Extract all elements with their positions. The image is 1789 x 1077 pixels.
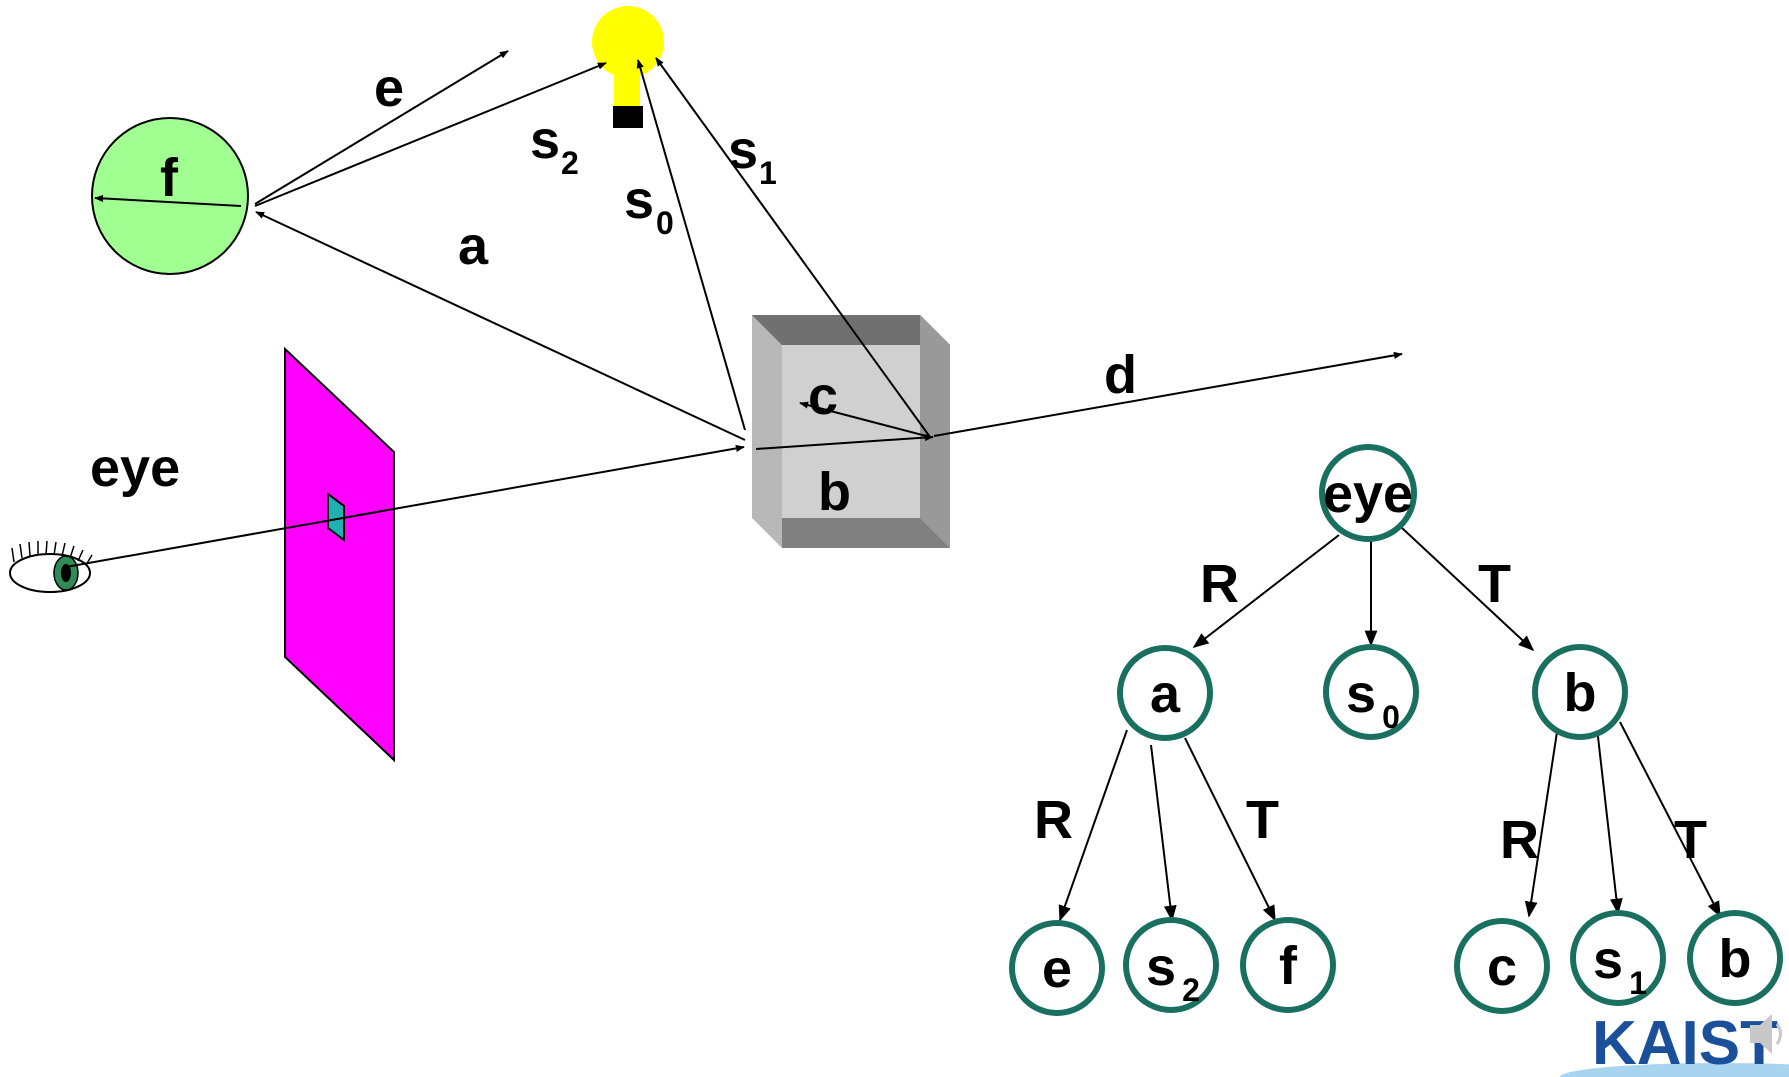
tree-node-c: c — [1454, 918, 1550, 1014]
svg-text:2: 2 — [561, 145, 579, 181]
tree-node-b2: b — [1687, 910, 1783, 1006]
svg-text:KAIST: KAIST — [1592, 1009, 1778, 1077]
tree-edge-root-a — [1192, 534, 1340, 648]
label-eye: eye — [90, 438, 180, 498]
svg-text:c: c — [1487, 937, 1517, 997]
box-object — [752, 315, 950, 548]
kaist-logo: KAIST — [1560, 1009, 1789, 1077]
tree-node-e: e — [1009, 920, 1105, 1016]
tree-label-b-R: R — [1500, 810, 1539, 870]
tree-edge-root-b — [1401, 527, 1535, 652]
tree-node-root: eye — [1319, 444, 1417, 542]
tree-node-a: a — [1117, 645, 1213, 741]
image-plane — [284, 346, 395, 763]
tree-edge-a-e — [1058, 729, 1128, 922]
ray-c — [799, 401, 931, 438]
tree-edge-b-c — [1524, 731, 1558, 918]
tree-label-a-T: T — [1246, 790, 1279, 850]
svg-text:s: s — [728, 120, 758, 180]
svg-text:s: s — [1593, 930, 1623, 990]
ray-f — [94, 194, 242, 207]
svg-text:a: a — [1150, 664, 1181, 724]
svg-text:eye: eye — [1323, 464, 1413, 524]
svg-text:s: s — [1146, 937, 1176, 997]
label-f: f — [160, 148, 179, 208]
tree-node-b: b — [1532, 644, 1628, 740]
tree-node-f: f — [1240, 917, 1336, 1013]
svg-text:f: f — [1279, 936, 1298, 996]
svg-text:1: 1 — [1629, 965, 1647, 1001]
ray-s0 — [636, 59, 746, 431]
svg-text:1: 1 — [759, 155, 777, 191]
svg-text:s: s — [1346, 664, 1376, 724]
svg-text:0: 0 — [656, 205, 674, 241]
tree-label-b-T: T — [1674, 810, 1707, 870]
label-s2: s 2 — [530, 110, 579, 181]
label-s1: s 1 — [728, 120, 777, 191]
svg-text:e: e — [1042, 939, 1072, 999]
label-e: e — [374, 58, 404, 118]
label-s0: s 0 — [624, 170, 674, 241]
ray-s1 — [655, 57, 931, 438]
svg-text:0: 0 — [1382, 699, 1400, 735]
ray-d — [933, 351, 1403, 437]
ray-b — [755, 433, 934, 450]
svg-text:b: b — [1719, 929, 1752, 989]
label-a: a — [458, 216, 489, 276]
ray-e — [254, 50, 509, 205]
pixel-square — [327, 492, 345, 542]
light-source — [592, 6, 664, 128]
label-c: c — [808, 366, 838, 426]
sphere-object — [91, 117, 249, 275]
tree-label-root-T: T — [1478, 554, 1511, 614]
ray-eye-to-box — [65, 444, 745, 568]
tree-edge-b-b — [1619, 721, 1721, 918]
ray-s2 — [254, 62, 607, 207]
svg-text:s: s — [624, 170, 654, 230]
svg-text:b: b — [1564, 663, 1597, 723]
eye-icon — [9, 540, 93, 593]
tree-node-s0: s 0 — [1323, 644, 1419, 740]
label-b: b — [818, 462, 851, 522]
tree-label-a-R: R — [1034, 790, 1073, 850]
svg-text:s: s — [530, 110, 560, 170]
tree-node-s2: s 2 — [1123, 917, 1219, 1013]
tree-label-root-R: R — [1200, 554, 1239, 614]
ray-a — [255, 211, 746, 441]
speaker-icon[interactable] — [1750, 1014, 1782, 1054]
tree-node-s1: s 1 — [1570, 910, 1666, 1006]
tree-edge-b-s1 — [1596, 727, 1623, 915]
tree-edge-a-s2 — [1150, 744, 1177, 922]
label-d: d — [1104, 345, 1137, 405]
tree-edge-a-f — [1184, 737, 1276, 922]
svg-text:2: 2 — [1182, 972, 1200, 1008]
